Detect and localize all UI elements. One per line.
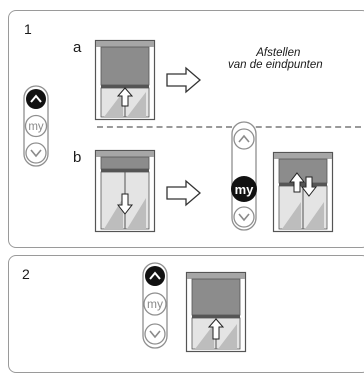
arrow-down-icon bbox=[300, 176, 318, 197]
remote-down-button[interactable] bbox=[25, 142, 47, 164]
remote-control-my-active: my bbox=[231, 121, 257, 231]
blind-window-stop bbox=[272, 151, 334, 233]
chevron-down-icon bbox=[149, 330, 161, 339]
outline-arrow-right-icon bbox=[166, 66, 201, 94]
step-1a-label: a bbox=[73, 39, 82, 56]
note-line-1: Afstellen bbox=[256, 47, 301, 59]
chevron-down-icon bbox=[30, 149, 42, 158]
step-1b-label: b bbox=[73, 149, 82, 166]
chevron-down-icon bbox=[238, 213, 250, 222]
remote-up-button[interactable] bbox=[145, 266, 165, 286]
remote-control-up-active: my bbox=[142, 262, 168, 349]
step-divider bbox=[97, 126, 361, 128]
blind-window-1a bbox=[94, 39, 156, 121]
arrow-up-icon bbox=[116, 87, 134, 107]
remote-down-button[interactable] bbox=[233, 206, 255, 228]
remote-my-button[interactable]: my bbox=[24, 114, 48, 138]
chevron-up-icon bbox=[149, 271, 161, 280]
step-2-number: 2 bbox=[22, 266, 30, 282]
note-line-2: van de eindpunten bbox=[228, 59, 323, 71]
my-button-label: my bbox=[147, 297, 163, 311]
chevron-up-icon bbox=[238, 134, 250, 143]
remote-up-button[interactable] bbox=[233, 128, 255, 150]
my-button-label: my bbox=[28, 121, 44, 133]
remote-down-button[interactable] bbox=[144, 323, 166, 345]
remote-my-button[interactable]: my bbox=[231, 176, 257, 202]
blind-window-1b bbox=[94, 149, 156, 233]
blind-window-2 bbox=[185, 271, 247, 353]
outline-arrow-right-icon bbox=[166, 179, 201, 207]
arrow-down-icon bbox=[116, 193, 134, 215]
remote-up-button[interactable] bbox=[26, 89, 46, 109]
chevron-up-icon bbox=[30, 94, 42, 103]
my-button-label: my bbox=[235, 182, 255, 197]
step-1-number: 1 bbox=[24, 21, 32, 37]
arrow-up-icon bbox=[207, 318, 225, 340]
arrow-up-icon bbox=[288, 172, 306, 193]
adjust-endpoints-note: Afstellen van de eindpunten bbox=[228, 47, 323, 71]
remote-control-up-active: my bbox=[23, 85, 49, 167]
remote-my-button[interactable]: my bbox=[143, 292, 167, 316]
